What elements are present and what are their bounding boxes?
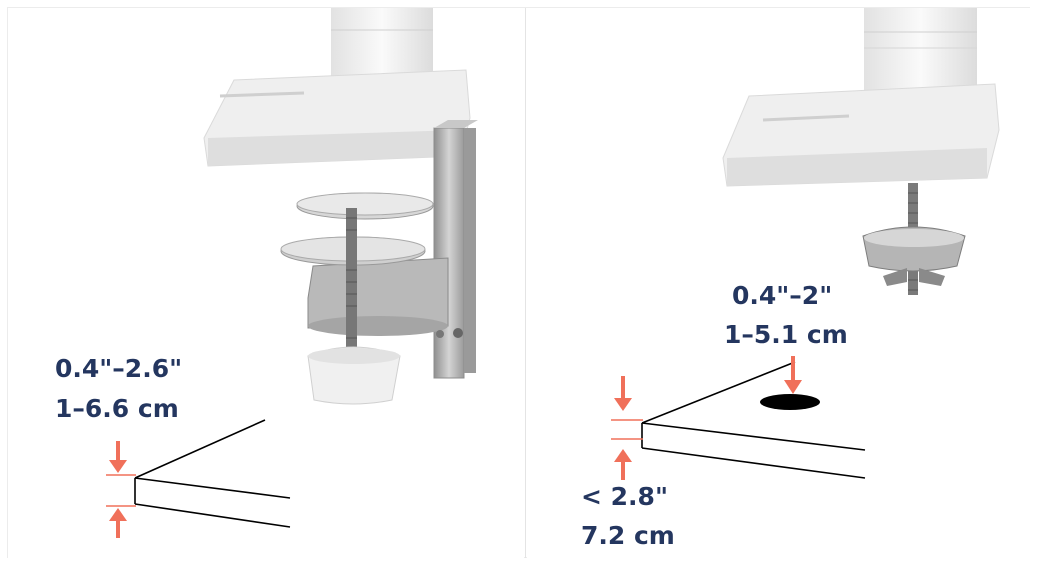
clamp-mount-panel: 0.4"–2.6" 1–6.6 cm [8, 8, 524, 558]
grommet-hole-icon [760, 394, 820, 410]
arrow-down-icon [109, 441, 127, 473]
desk-thickness-inches: 0.4"–2.6" [55, 354, 183, 383]
grommet-hole-inches: 0.4"–2" [732, 281, 833, 310]
desk-edge-diagram [106, 419, 291, 528]
arrow-up-icon [109, 508, 127, 538]
panel-divider [525, 8, 526, 558]
arrow-down-icon [784, 356, 802, 394]
arrow-up-icon [614, 449, 632, 480]
desk-thickness-cm: 7.2 cm [581, 521, 675, 550]
clamp-mount-hardware [203, 8, 478, 405]
desk-thickness-cm: 1–6.6 cm [55, 394, 179, 423]
grommet-mount-panel: 0.4"–2" 1–5.1 cm < 2.8" 7.2 cm [527, 8, 1030, 558]
grommet-mount-hardware [722, 8, 1000, 295]
grommet-mount-illustration [611, 8, 1000, 480]
arrow-down-icon [614, 376, 632, 411]
desk-thickness-inches: < 2.8" [581, 482, 668, 511]
desk-grommet-diagram [611, 361, 866, 479]
grommet-hole-cm: 1–5.1 cm [724, 320, 848, 349]
clamp-mount-illustration [106, 8, 478, 538]
